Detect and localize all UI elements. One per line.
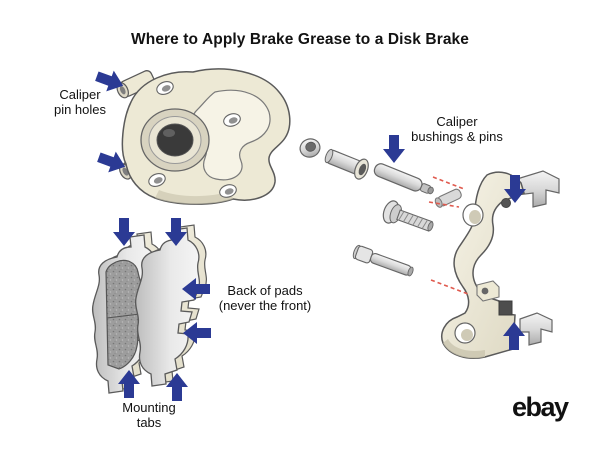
bracket-pin-stub — [434, 188, 462, 208]
label-caliper-bushings-pins-line2: bushings & pins — [411, 129, 503, 145]
bracket-illustration — [434, 170, 560, 359]
bracket-abutment-notch — [498, 300, 513, 316]
caliper-piston-bore — [140, 108, 210, 172]
label-caliper-pin-holes-line1: Caliper — [59, 87, 101, 102]
page-title: Where to Apply Brake Grease to a Disk Br… — [131, 31, 469, 48]
label-back-of-pads: Back of pads (never the front) — [206, 283, 324, 314]
bushing-sleeve — [324, 148, 369, 180]
caliper-bolt — [382, 200, 434, 232]
brake-pads-illustration — [91, 224, 208, 394]
label-back-of-pads-line1: Back of pads — [227, 283, 303, 298]
bracket-hole-bottom — [454, 322, 476, 344]
guide-pin-upper — [373, 163, 434, 195]
label-caliper-bushings-pins: Caliper bushings & pins — [390, 114, 524, 145]
label-caliper-pin-holes-line2: pin holes — [53, 102, 107, 118]
label-mounting-tabs-line1: Mounting — [122, 400, 176, 415]
label-mounting-tabs-line2: tabs — [136, 415, 162, 431]
label-caliper-bushings-pins-line1: Caliper — [436, 114, 478, 129]
bracket-shading — [443, 339, 485, 359]
brake-pad-right — [134, 224, 208, 387]
bracket-pin-bore-top — [501, 198, 511, 208]
guide-pin-lower — [352, 244, 414, 277]
abutment-clip-bottom — [519, 312, 553, 346]
caliper-body-shading — [155, 190, 233, 205]
label-back-of-pads-line2: (never the front) — [218, 298, 312, 314]
label-mounting-tabs: Mounting tabs — [105, 400, 193, 431]
pad-back-plate — [134, 227, 201, 387]
bushing-small — [299, 138, 321, 158]
hardware-illustration — [299, 138, 434, 277]
label-caliper-pin-holes: Caliper pin holes — [34, 87, 126, 118]
bracket-hole-top — [462, 203, 484, 227]
bracket-boss-lower — [476, 280, 500, 302]
ebay-logo: ebay — [512, 392, 569, 422]
caliper-bolt-holes — [148, 81, 241, 198]
caliper-illustration — [116, 68, 291, 205]
